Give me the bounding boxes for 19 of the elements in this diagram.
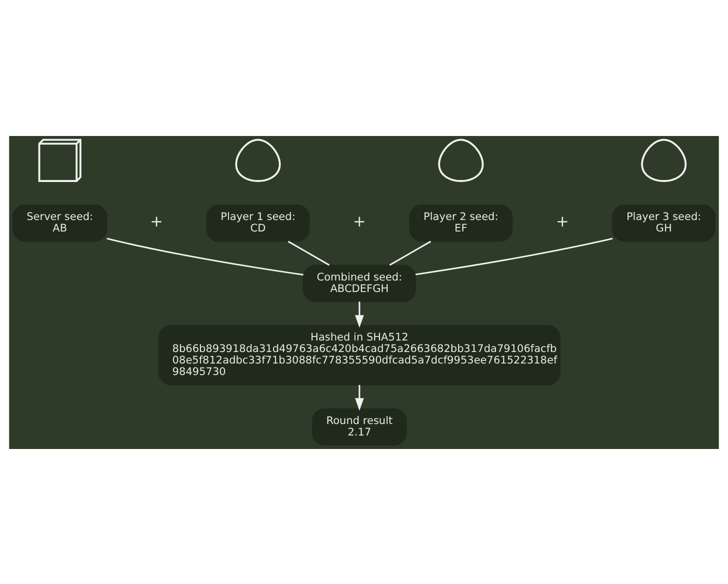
- arrow: [355, 301, 364, 328]
- node-box: Server seed: AB: [12, 204, 108, 242]
- node-person: [235, 138, 281, 182]
- node-box: Combined seed: ABCDEFGH: [302, 264, 416, 302]
- node-box: Round result 2.17: [312, 408, 407, 446]
- connector: [106, 237, 304, 276]
- node-box: Player 2 seed: EF: [409, 204, 513, 242]
- connector: [415, 237, 613, 275]
- node-person: [641, 138, 687, 182]
- connector: [288, 240, 330, 266]
- label: +: [150, 212, 163, 230]
- node-box: Player 3 seed: GH: [612, 204, 716, 242]
- arrow: [355, 384, 364, 410]
- label: +: [556, 212, 569, 230]
- label: +: [353, 212, 366, 230]
- node-box: Player 1 seed: CD: [206, 204, 310, 242]
- node-person: [438, 138, 484, 182]
- node-box: Hashed in SHA512 8b66b893918da31d49763a6c420b4cad75a2663682bb317da79106facfb 08e5f812adbc33f71b3088fc778355590dfcad5a7dcf9953ee761522318ef 98495730: [158, 324, 560, 385]
- connector: [389, 240, 432, 266]
